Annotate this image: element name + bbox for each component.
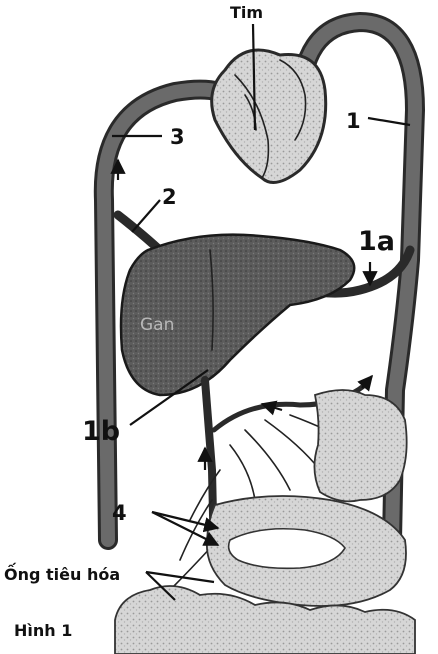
label-4: 4 bbox=[112, 501, 127, 525]
heart bbox=[212, 50, 326, 183]
label-1: 1 bbox=[346, 109, 361, 133]
label-2-pointer bbox=[132, 200, 160, 232]
label-heart: Tim bbox=[230, 3, 263, 22]
label-digestive-tract: Ống tiêu hóa bbox=[4, 563, 120, 584]
label-4-pointer-a bbox=[152, 512, 218, 528]
label-1a: 1a bbox=[358, 226, 395, 257]
figure-caption: Hình 1 bbox=[14, 621, 72, 640]
label-3: 3 bbox=[170, 125, 185, 149]
label-1-pointer bbox=[368, 118, 410, 125]
label-liver: Gan bbox=[140, 315, 174, 335]
label-2: 2 bbox=[162, 185, 177, 209]
label-1b: 1b bbox=[82, 416, 120, 447]
digestive-tract bbox=[115, 390, 415, 654]
